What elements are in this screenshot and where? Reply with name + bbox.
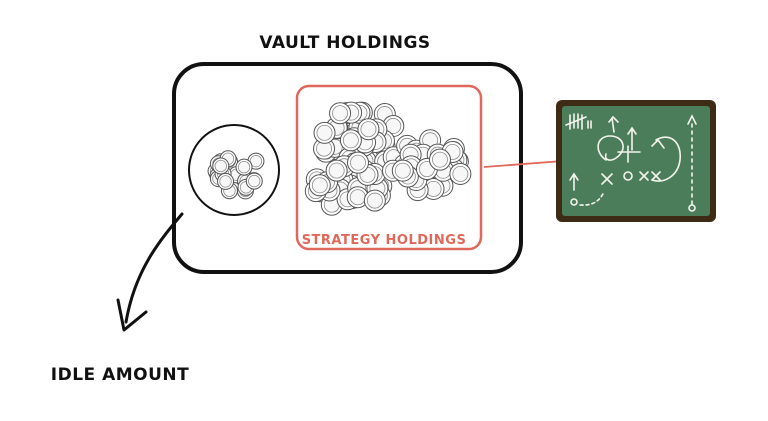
- coin-inner-icon: [219, 175, 232, 188]
- coin-inner-icon: [328, 162, 345, 179]
- coin-inner-icon: [360, 121, 377, 138]
- coin-inner-icon: [237, 160, 251, 174]
- coin-inner-icon: [316, 124, 333, 141]
- coin-inner-icon: [350, 154, 366, 171]
- idle-arrow-head: [116, 298, 148, 332]
- coin-inner-icon: [248, 174, 261, 188]
- idle-amount-arrow: [124, 212, 184, 324]
- coin-inner-icon: [332, 105, 349, 122]
- coin-inner-icon: [432, 151, 448, 168]
- coin-inner-icon: [214, 159, 227, 173]
- vault-holdings-box: [172, 62, 523, 274]
- idle-coins-icon: [207, 150, 265, 200]
- coin-inner-icon: [366, 192, 383, 209]
- idle-amount-label: IDLE AMOUNT: [51, 365, 189, 385]
- strategy-holdings-box: [295, 84, 483, 251]
- strategy-coins-icon: [304, 101, 472, 216]
- chalkboard-play-icon: [556, 100, 716, 222]
- coin-inner-icon: [452, 165, 469, 182]
- coin-inner-icon: [342, 132, 359, 149]
- vault-holdings-title: VAULT HOLDINGS: [259, 33, 430, 53]
- strategy-holdings-label: STRATEGY HOLDINGS: [302, 233, 467, 248]
- coin-inner-icon: [349, 189, 366, 206]
- coin-inner-icon: [249, 155, 263, 168]
- coin-inner-icon: [311, 177, 328, 194]
- coin-inner-icon: [394, 162, 411, 179]
